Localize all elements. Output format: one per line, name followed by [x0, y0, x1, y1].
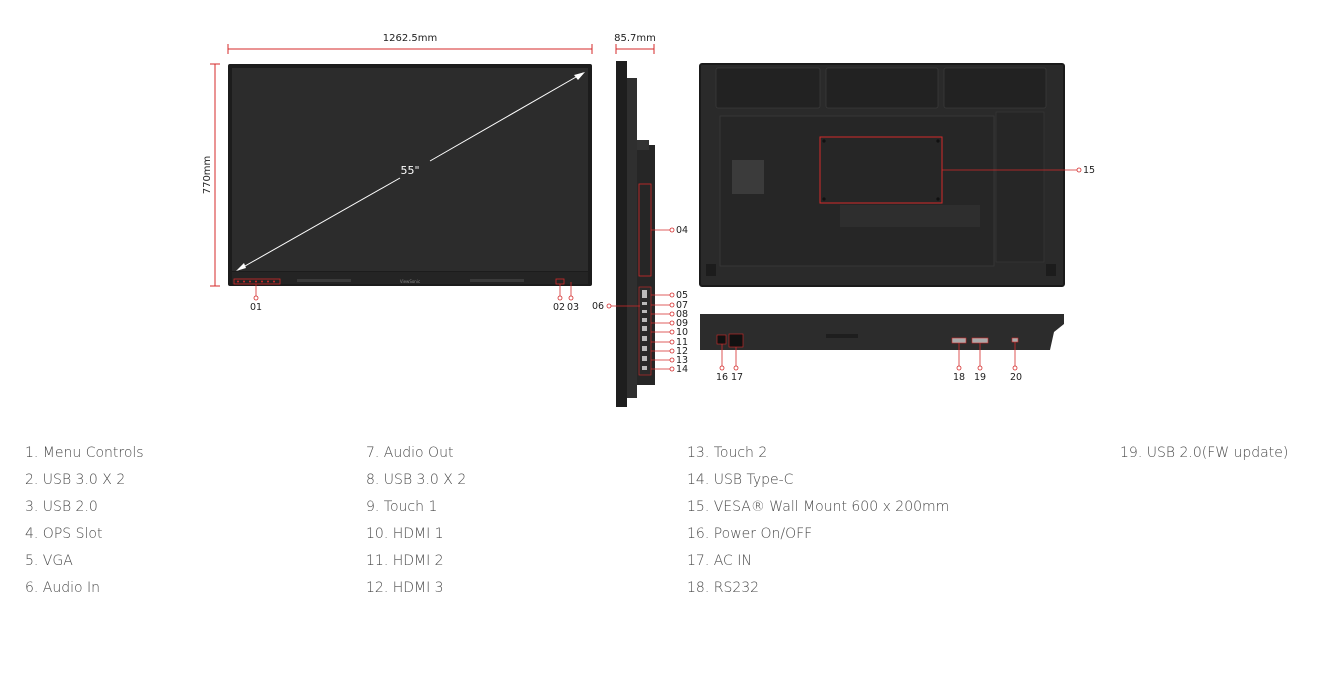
legend-item: 14. USB Type-C	[687, 472, 794, 488]
legend-item: 7. Audio Out	[366, 445, 454, 461]
legend-column-2: 7. Audio Out 8. USB 3.0 X 2 9. Touch 1 1…	[366, 440, 466, 602]
callout-06: 06	[592, 301, 604, 312]
legend-item: 5. VGA	[25, 553, 73, 569]
legend-item: 10. HDMI 1	[366, 526, 444, 542]
legend-item: 12. HDMI 3	[366, 580, 444, 596]
legend-item: 2. USB 3.0 X 2	[25, 472, 126, 488]
legend-column-4: 19. USB 2.0(FW update)	[1120, 440, 1288, 467]
legend-item: 9. Touch 1	[366, 499, 438, 515]
side-view: 85.7mm 04 06	[592, 33, 688, 407]
legend-column-3: 13. Touch 2 14. USB Type-C 15. VESA® Wal…	[687, 440, 949, 602]
callout-05: 05	[676, 290, 688, 301]
legend-item: 4. OPS Slot	[25, 526, 103, 542]
callout-20: 20	[1010, 372, 1022, 383]
bottom-view: 16 17 18 19 20	[700, 314, 1064, 383]
callout-09: 09	[676, 318, 688, 329]
depth-dimension-label: 85.7mm	[614, 33, 656, 44]
callout-03: 03	[567, 302, 579, 313]
width-dimension-label: 1262.5mm	[383, 33, 437, 44]
diagonal-size-label: 55"	[400, 164, 419, 177]
legend-item: 8. USB 3.0 X 2	[366, 472, 467, 488]
callout-17: 17	[731, 372, 743, 383]
callout-18: 18	[953, 372, 965, 383]
callout-02: 02	[553, 302, 565, 313]
callout-14: 14	[676, 364, 688, 375]
height-dimension-label: 770mm	[202, 156, 213, 195]
callout-11: 11	[676, 337, 688, 348]
legend-item: 1. Menu Controls	[25, 445, 144, 461]
legend-item: 16. Power On/OFF	[687, 526, 813, 542]
callout-13: 13	[676, 355, 688, 366]
callout-07: 07	[676, 300, 688, 311]
product-diagram: 1262.5mm 770mm ViewSonic 55" 01	[202, 33, 1095, 407]
legend-item: 6. Audio In	[25, 580, 101, 596]
back-view: 15	[699, 63, 1095, 287]
front-view: 1262.5mm 770mm ViewSonic 55" 01	[202, 33, 593, 313]
legend-item: 19. USB 2.0(FW update)	[1120, 445, 1289, 461]
legend-item: 13. Touch 2	[687, 445, 768, 461]
callout-16: 16	[716, 372, 728, 383]
legend-column-1: 1. Menu Controls 2. USB 3.0 X 2 3. USB 2…	[25, 440, 144, 602]
callout-15: 15	[1083, 165, 1095, 176]
side-bezel	[616, 61, 627, 407]
callout-04: 04	[676, 225, 688, 236]
legend-item: 18. RS232	[687, 580, 760, 596]
brand-logo: ViewSonic	[400, 279, 420, 284]
callout-08: 08	[676, 309, 688, 320]
callout-19: 19	[974, 372, 986, 383]
legend-item: 3. USB 2.0	[25, 499, 98, 515]
legend-item: 17. AC IN	[687, 553, 752, 569]
front-screen	[232, 68, 588, 271]
callout-10: 10	[676, 327, 688, 338]
legend-item: 11. HDMI 2	[366, 553, 444, 569]
legend-item: 15. VESA® Wall Mount 600 x 200mm	[687, 499, 950, 515]
callout-01: 01	[250, 302, 262, 313]
callout-12: 12	[676, 346, 688, 357]
bottom-panel	[700, 314, 1050, 350]
